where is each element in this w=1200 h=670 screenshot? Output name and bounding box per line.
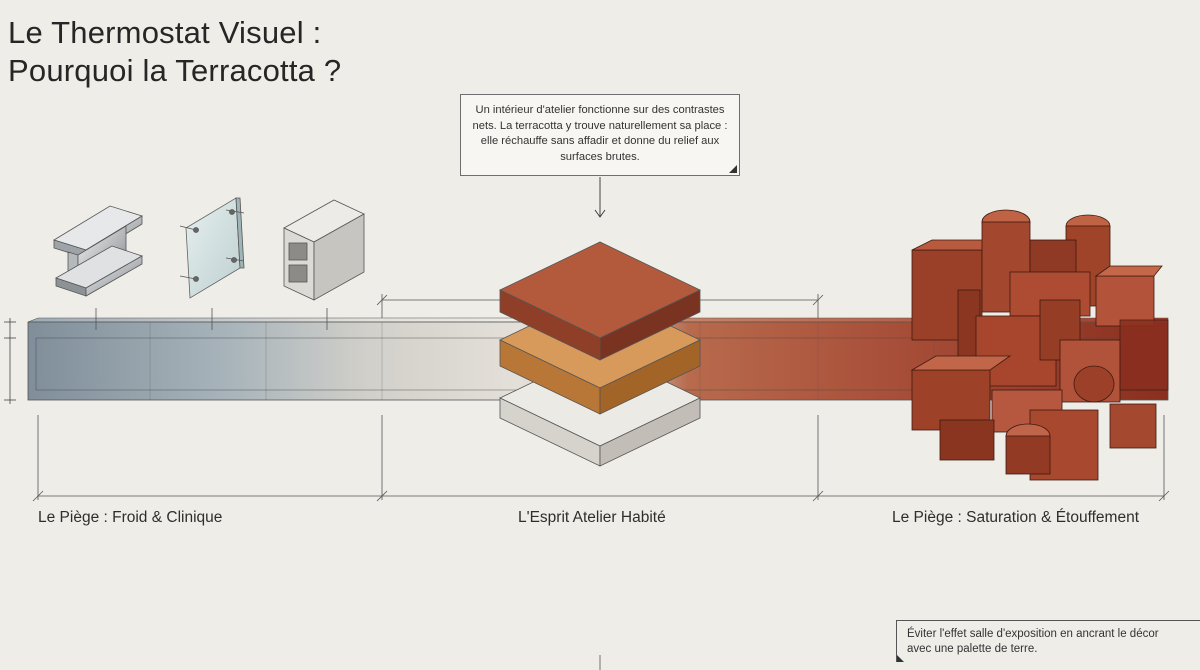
material-leaders (95, 308, 328, 330)
concrete-block-icon (283, 199, 365, 301)
note-line-2: avec une palette de terre. (907, 643, 1038, 655)
glass-panel-icon (179, 197, 245, 299)
insight-callout: Un intérieur d'atelier fonctionne sur de… (460, 94, 740, 176)
note-corner-icon (897, 654, 904, 662)
section-label-saturation: Le Piège : Saturation & Étouffement (892, 509, 1140, 526)
page-title: Le Thermostat Visuel : Pourquoi la Terra… (8, 14, 341, 90)
section-label-cold: Le Piège : Froid & Clinique (38, 509, 223, 526)
section-label-atelier: L'Esprit Atelier Habité (518, 509, 666, 526)
callout-corner-icon (729, 165, 737, 173)
callout-arrow (594, 177, 606, 218)
material-stack-icon (499, 241, 701, 467)
note-line-1: Éviter l'effet salle d'exposition en anc… (907, 628, 1159, 640)
title-line-2: Pourquoi la Terracotta ? (8, 53, 342, 88)
steel-beam-icon (53, 205, 143, 297)
callout-text: Un intérieur d'atelier fonctionne sur de… (472, 104, 728, 163)
section-dimensions (32, 415, 1170, 502)
bottom-tick (599, 655, 601, 670)
bottom-note: Éviter l'effet salle d'exposition en anc… (896, 620, 1200, 662)
height-dimension (4, 318, 16, 404)
title-line-1: Le Thermostat Visuel : (8, 15, 322, 50)
terracotta-cluster-icon (910, 209, 1169, 481)
